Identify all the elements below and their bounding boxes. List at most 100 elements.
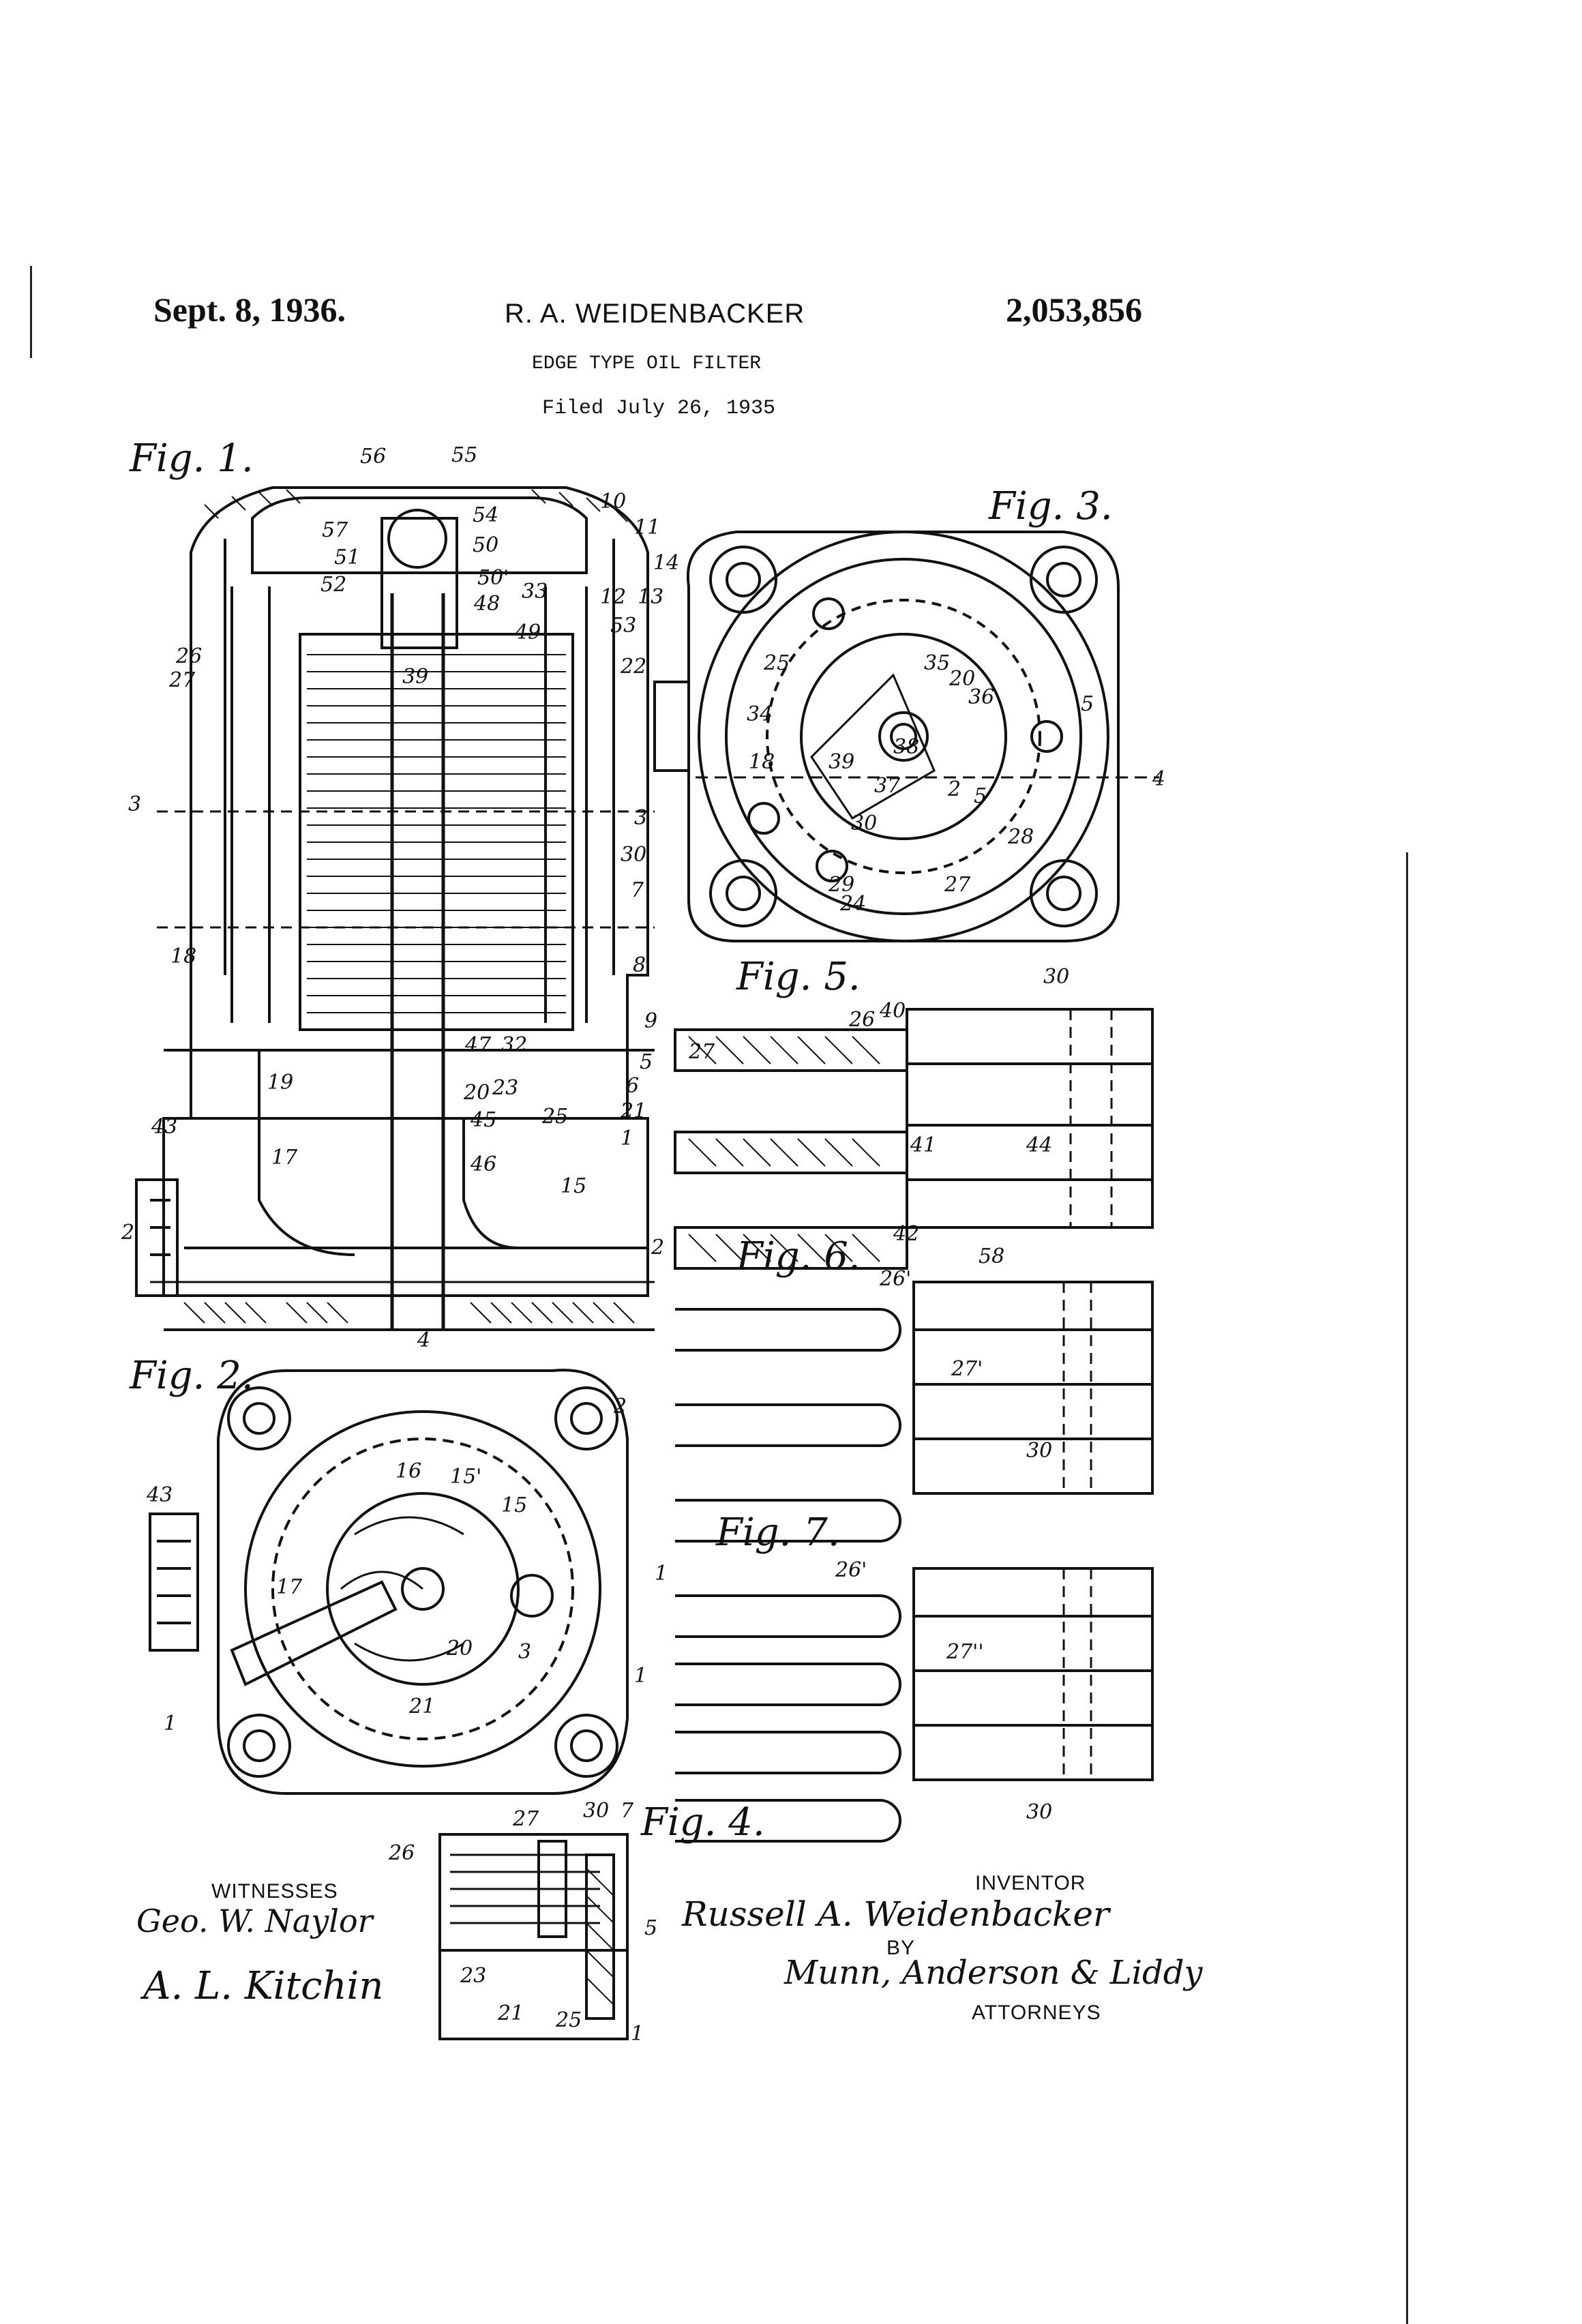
fig1-ref: 47	[465, 1033, 491, 1057]
fig1-ref: 2	[651, 1236, 664, 1260]
fig1-ref: 6	[626, 1074, 639, 1098]
fig1-ref: 8	[633, 953, 646, 977]
fig4-ref: 5	[644, 1916, 657, 1940]
fig1-ref: 50	[473, 533, 498, 557]
fig3-ref: 25	[764, 651, 790, 675]
witness-signature-2: A. L. Kitchin	[143, 1964, 384, 2008]
fig1-ref: 46	[471, 1152, 496, 1176]
fig6-ref: 26'	[880, 1267, 911, 1291]
fig5-ref: 41	[910, 1133, 936, 1157]
fig4-drawing	[440, 1834, 627, 2039]
attorneys-label: ATTORNEYS	[972, 2001, 1101, 2025]
fig1-ref: 12	[600, 585, 626, 609]
fig5-ref: 44	[1026, 1133, 1052, 1157]
fig2-ref: 1	[634, 1664, 647, 1688]
fig4-ref: 30	[583, 1799, 609, 1823]
fig2-ref: 16	[395, 1459, 421, 1483]
fig1-ref: 45	[471, 1108, 496, 1132]
fig4-ref: 23	[460, 1964, 486, 1988]
fig5-ref: 42	[893, 1222, 919, 1246]
fig7-ref: 27''	[946, 1640, 984, 1664]
fig6-ref: 58	[979, 1245, 1004, 1268]
attorneys-signature: Munn, Anderson & Liddy	[784, 1954, 1203, 1992]
fig1-ref: 3	[128, 792, 141, 816]
fig3-ref: 28	[1008, 825, 1034, 849]
fig4-ref: 26	[389, 1841, 415, 1865]
fig1-ref: 18	[170, 944, 196, 968]
fig1-ref: 48	[474, 592, 500, 616]
fig2-ref: 3	[518, 1640, 531, 1664]
fig5-label: Fig. 5.	[736, 955, 861, 999]
fig1-ref: 55	[451, 443, 477, 467]
fig4-label: Fig. 4.	[641, 1800, 765, 1845]
fig3-ref: 35	[924, 651, 950, 675]
fig2-ref: 1	[164, 1712, 177, 1735]
fig4-ref: 25	[556, 2008, 582, 2032]
fig1-ref: 21	[621, 1099, 646, 1123]
fig2-ref: 17	[276, 1575, 302, 1599]
fig1-ref: 27	[169, 668, 195, 692]
fig1-ref: 15	[561, 1174, 586, 1198]
fig2-ref: 1	[655, 1562, 668, 1585]
fig7-ref: 30	[1026, 1800, 1052, 1824]
fig2-drawing	[150, 1370, 627, 1793]
fig1-label: Fig. 1.	[130, 436, 254, 481]
fig1-ref: 23	[492, 1076, 518, 1100]
fig1-ref: 33	[522, 580, 548, 604]
fig4-ref: 21	[498, 2001, 524, 2025]
fig2-ref: 43	[147, 1483, 173, 1507]
fig5-ref: 26	[849, 1008, 875, 1032]
fig1-ref: 51	[334, 546, 360, 569]
fig1-ref: 30	[621, 843, 646, 867]
fig1-ref: 53	[610, 614, 636, 638]
fig6-label: Fig. 6.	[736, 1234, 861, 1279]
fig1-ref: 7	[631, 878, 644, 902]
inventor-signature: Russell A. Weidenbacker	[682, 1894, 1109, 1934]
fig2-ref: 20	[447, 1637, 473, 1660]
fig3-ref: 34	[747, 702, 773, 726]
fig1-ref: 11	[634, 516, 660, 539]
fig1-ref: 52	[320, 573, 346, 597]
fig2-ref: 21	[409, 1695, 435, 1718]
fig1-ref: 43	[151, 1115, 177, 1139]
fig3-ref: 18	[749, 750, 775, 774]
fig5-ref: 40	[880, 999, 906, 1023]
witness-signature-1: Geo. W. Naylor	[136, 1903, 373, 1939]
fig3-ref: 4	[1152, 767, 1165, 791]
fig7-label: Fig. 7.	[716, 1510, 840, 1555]
fig3-ref: 5	[1081, 692, 1094, 716]
fig1-ref: 56	[360, 445, 386, 468]
fig3-ref: 37	[874, 774, 900, 798]
fig1-ref: 54	[473, 503, 498, 527]
fig5-ref: 27	[689, 1040, 715, 1064]
fig3-ref: 27	[944, 873, 970, 897]
fig3-ref: 2	[948, 777, 961, 801]
fig6-ref: 30	[1026, 1439, 1052, 1463]
fig1-ref: 57	[322, 518, 348, 542]
fig1-ref: 32	[501, 1033, 527, 1057]
fig1-ref: 17	[271, 1146, 297, 1170]
fig6-drawing	[675, 1282, 1152, 1541]
fig1-ref: 22	[621, 655, 646, 679]
fig1-ref: 13	[638, 585, 663, 609]
fig7-ref: 26'	[835, 1558, 867, 1582]
fig1-ref: 20	[464, 1081, 490, 1105]
fig1-ref: 1	[621, 1127, 633, 1150]
fig2-label: Fig. 2.	[130, 1354, 254, 1398]
fig6-ref: 27'	[951, 1357, 983, 1381]
fig1-ref: 2	[121, 1221, 134, 1245]
witnesses-label: WITNESSES	[211, 1880, 338, 1903]
fig1-ref: 9	[644, 1009, 657, 1033]
fig3-ref: 36	[968, 685, 994, 709]
fig1-ref: 3	[634, 806, 647, 830]
fig1-ref: 25	[542, 1105, 568, 1129]
fig1-ref: 4	[417, 1328, 430, 1352]
fig3-ref: 30	[851, 811, 877, 835]
fig1-ref: 26	[176, 644, 202, 668]
fig1-ref: 5	[640, 1050, 653, 1074]
fig3-label: Fig. 3.	[989, 484, 1113, 528]
fig3-ref: 39	[829, 750, 854, 774]
fig1-drawing	[136, 488, 655, 1330]
fig2-ref: 15'	[450, 1465, 481, 1489]
fig3-ref: 24	[840, 892, 866, 916]
